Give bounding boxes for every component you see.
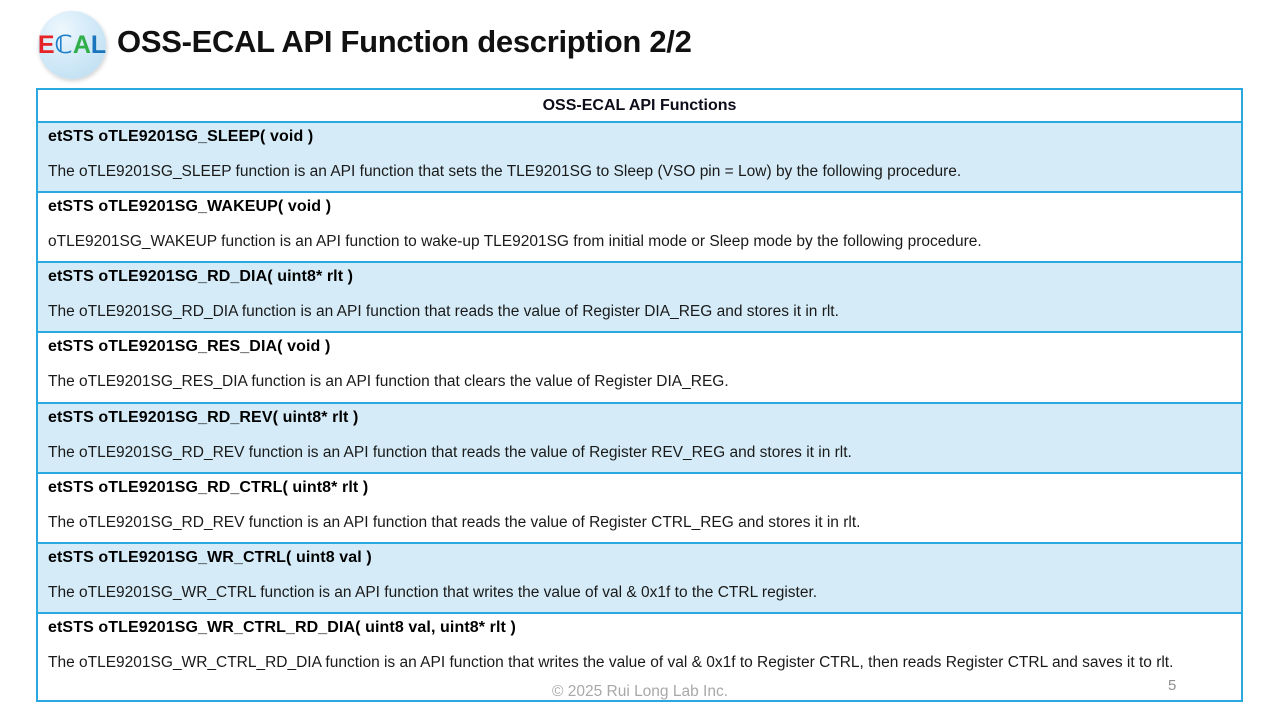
function-description: The oTLE9201SG_RES_DIA function is an AP…: [48, 373, 729, 391]
api-function-row: etSTS oTLE9201SG_SLEEP( void ) The oTLE9…: [38, 121, 1241, 192]
function-description: The oTLE9201SG_RD_DIA function is an API…: [48, 303, 839, 321]
api-functions-table: OSS-ECAL API Functions etSTS oTLE9201SG_…: [36, 88, 1243, 702]
ecal-logo-icon: EℂAL: [38, 11, 106, 79]
logo-letter: L: [90, 31, 107, 59]
api-function-row: etSTS oTLE9201SG_RD_CTRL( uint8* rlt ) T…: [38, 471, 1241, 542]
logo-letter: A: [72, 31, 91, 59]
ecal-logo-text: EℂAL: [38, 30, 106, 60]
api-function-row: etSTS oTLE9201SG_RD_REV( uint8* rlt ) Th…: [38, 401, 1241, 472]
copyright-text: © 2025 Rui Long Lab Inc.: [551, 683, 729, 700]
logo-letter: E: [37, 31, 55, 59]
logo-letter: ℂ: [54, 31, 73, 59]
function-description: The oTLE9201SG_RD_REV function is an API…: [48, 443, 852, 461]
api-function-row: etSTS oTLE9201SG_RES_DIA( void ) The oTL…: [38, 331, 1241, 402]
function-signature: etSTS oTLE9201SG_WR_CTRL_RD_DIA( uint8 v…: [48, 618, 516, 636]
function-description: The oTLE9201SG_WR_CTRL_RD_DIA function i…: [48, 653, 1174, 671]
api-table-body: etSTS oTLE9201SG_SLEEP( void ) The oTLE9…: [38, 121, 1241, 700]
function-description: The oTLE9201SG_RD_REV function is an API…: [48, 513, 861, 531]
function-signature: etSTS oTLE9201SG_RES_DIA( void ): [48, 338, 331, 356]
function-signature: etSTS oTLE9201SG_WR_CTRL( uint8 val ): [48, 548, 372, 566]
api-function-row: etSTS oTLE9201SG_WAKEUP( void ) oTLE9201…: [38, 191, 1241, 262]
function-signature: etSTS oTLE9201SG_RD_REV( uint8* rlt ): [48, 408, 359, 426]
function-description: The oTLE9201SG_WR_CTRL function is an AP…: [48, 583, 818, 601]
function-description: The oTLE9201SG_SLEEP function is an API …: [48, 163, 962, 180]
api-function-row: etSTS oTLE9201SG_WR_CTRL( uint8 val ) Th…: [38, 541, 1241, 612]
function-description: oTLE9201SG_WAKEUP function is an API fun…: [48, 233, 982, 251]
table-header: OSS-ECAL API Functions: [38, 90, 1241, 121]
function-signature: etSTS oTLE9201SG_RD_DIA( uint8* rlt ): [48, 268, 354, 286]
page-title: OSS-ECAL API Function description 2/2: [117, 24, 692, 59]
function-signature: etSTS oTLE9201SG_WAKEUP( void ): [48, 198, 332, 216]
function-signature: etSTS oTLE9201SG_RD_CTRL( uint8* rlt ): [48, 478, 369, 496]
api-function-row: etSTS oTLE9201SG_RD_DIA( uint8* rlt ) Th…: [38, 261, 1241, 332]
api-function-row: etSTS oTLE9201SG_WR_CTRL_RD_DIA( uint8 v…: [38, 611, 1241, 700]
function-signature: etSTS oTLE9201SG_SLEEP( void ): [48, 128, 314, 145]
page-number: 5: [1168, 677, 1177, 694]
